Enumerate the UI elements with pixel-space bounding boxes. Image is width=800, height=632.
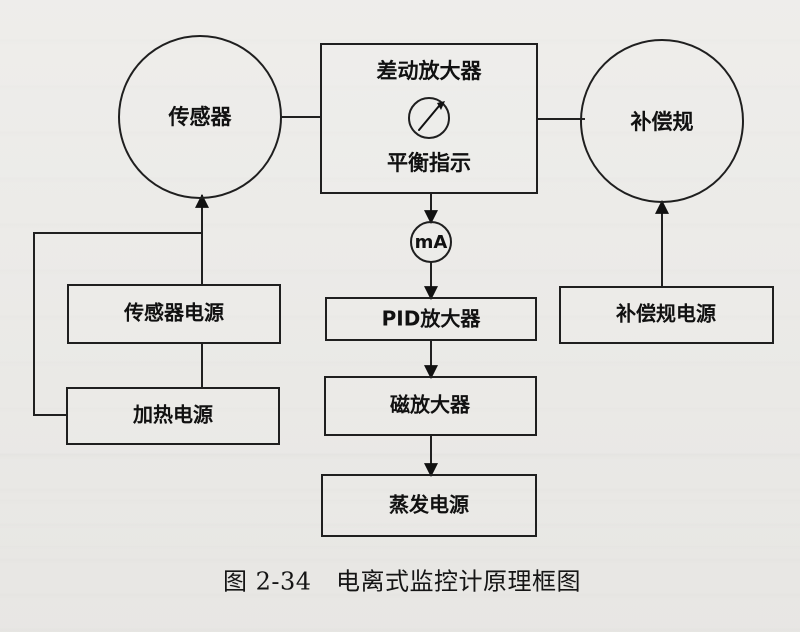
differential-amplifier-label: 差动放大器 [377,59,483,83]
heater-power-box [66,387,280,445]
compensator-power-label: 补偿规电源 [615,302,716,326]
pid-amplifier-label: PID放大器 [382,307,482,331]
heater-power-label: 加热电源 [132,403,213,427]
sensor-power-box [67,284,281,344]
balance-gauge-icon [408,97,450,139]
sensor-node [118,35,282,199]
sensor-power-label: 传感器电源 [123,301,224,325]
heater-bypass-line [33,232,203,416]
figure-caption: 图 2-34 电离式监控计原理框图 [223,568,581,596]
compensator-node [580,39,744,203]
balance-indicator-label: 平衡指示 [387,151,471,175]
evaporation-power-box [321,474,537,537]
magnetic-amplifier-box [324,376,537,436]
magnetic-amplifier-label: 磁放大器 [390,393,471,417]
sensor-label: 传感器 [168,105,233,129]
compensator-label: 补偿规 [630,110,694,134]
evaporation-power-label: 蒸发电源 [389,493,469,517]
compensator-power-box [559,286,774,344]
pid-amplifier-box [325,297,537,341]
milliammeter-node [410,221,452,263]
milliammeter-label: mA [415,232,448,253]
